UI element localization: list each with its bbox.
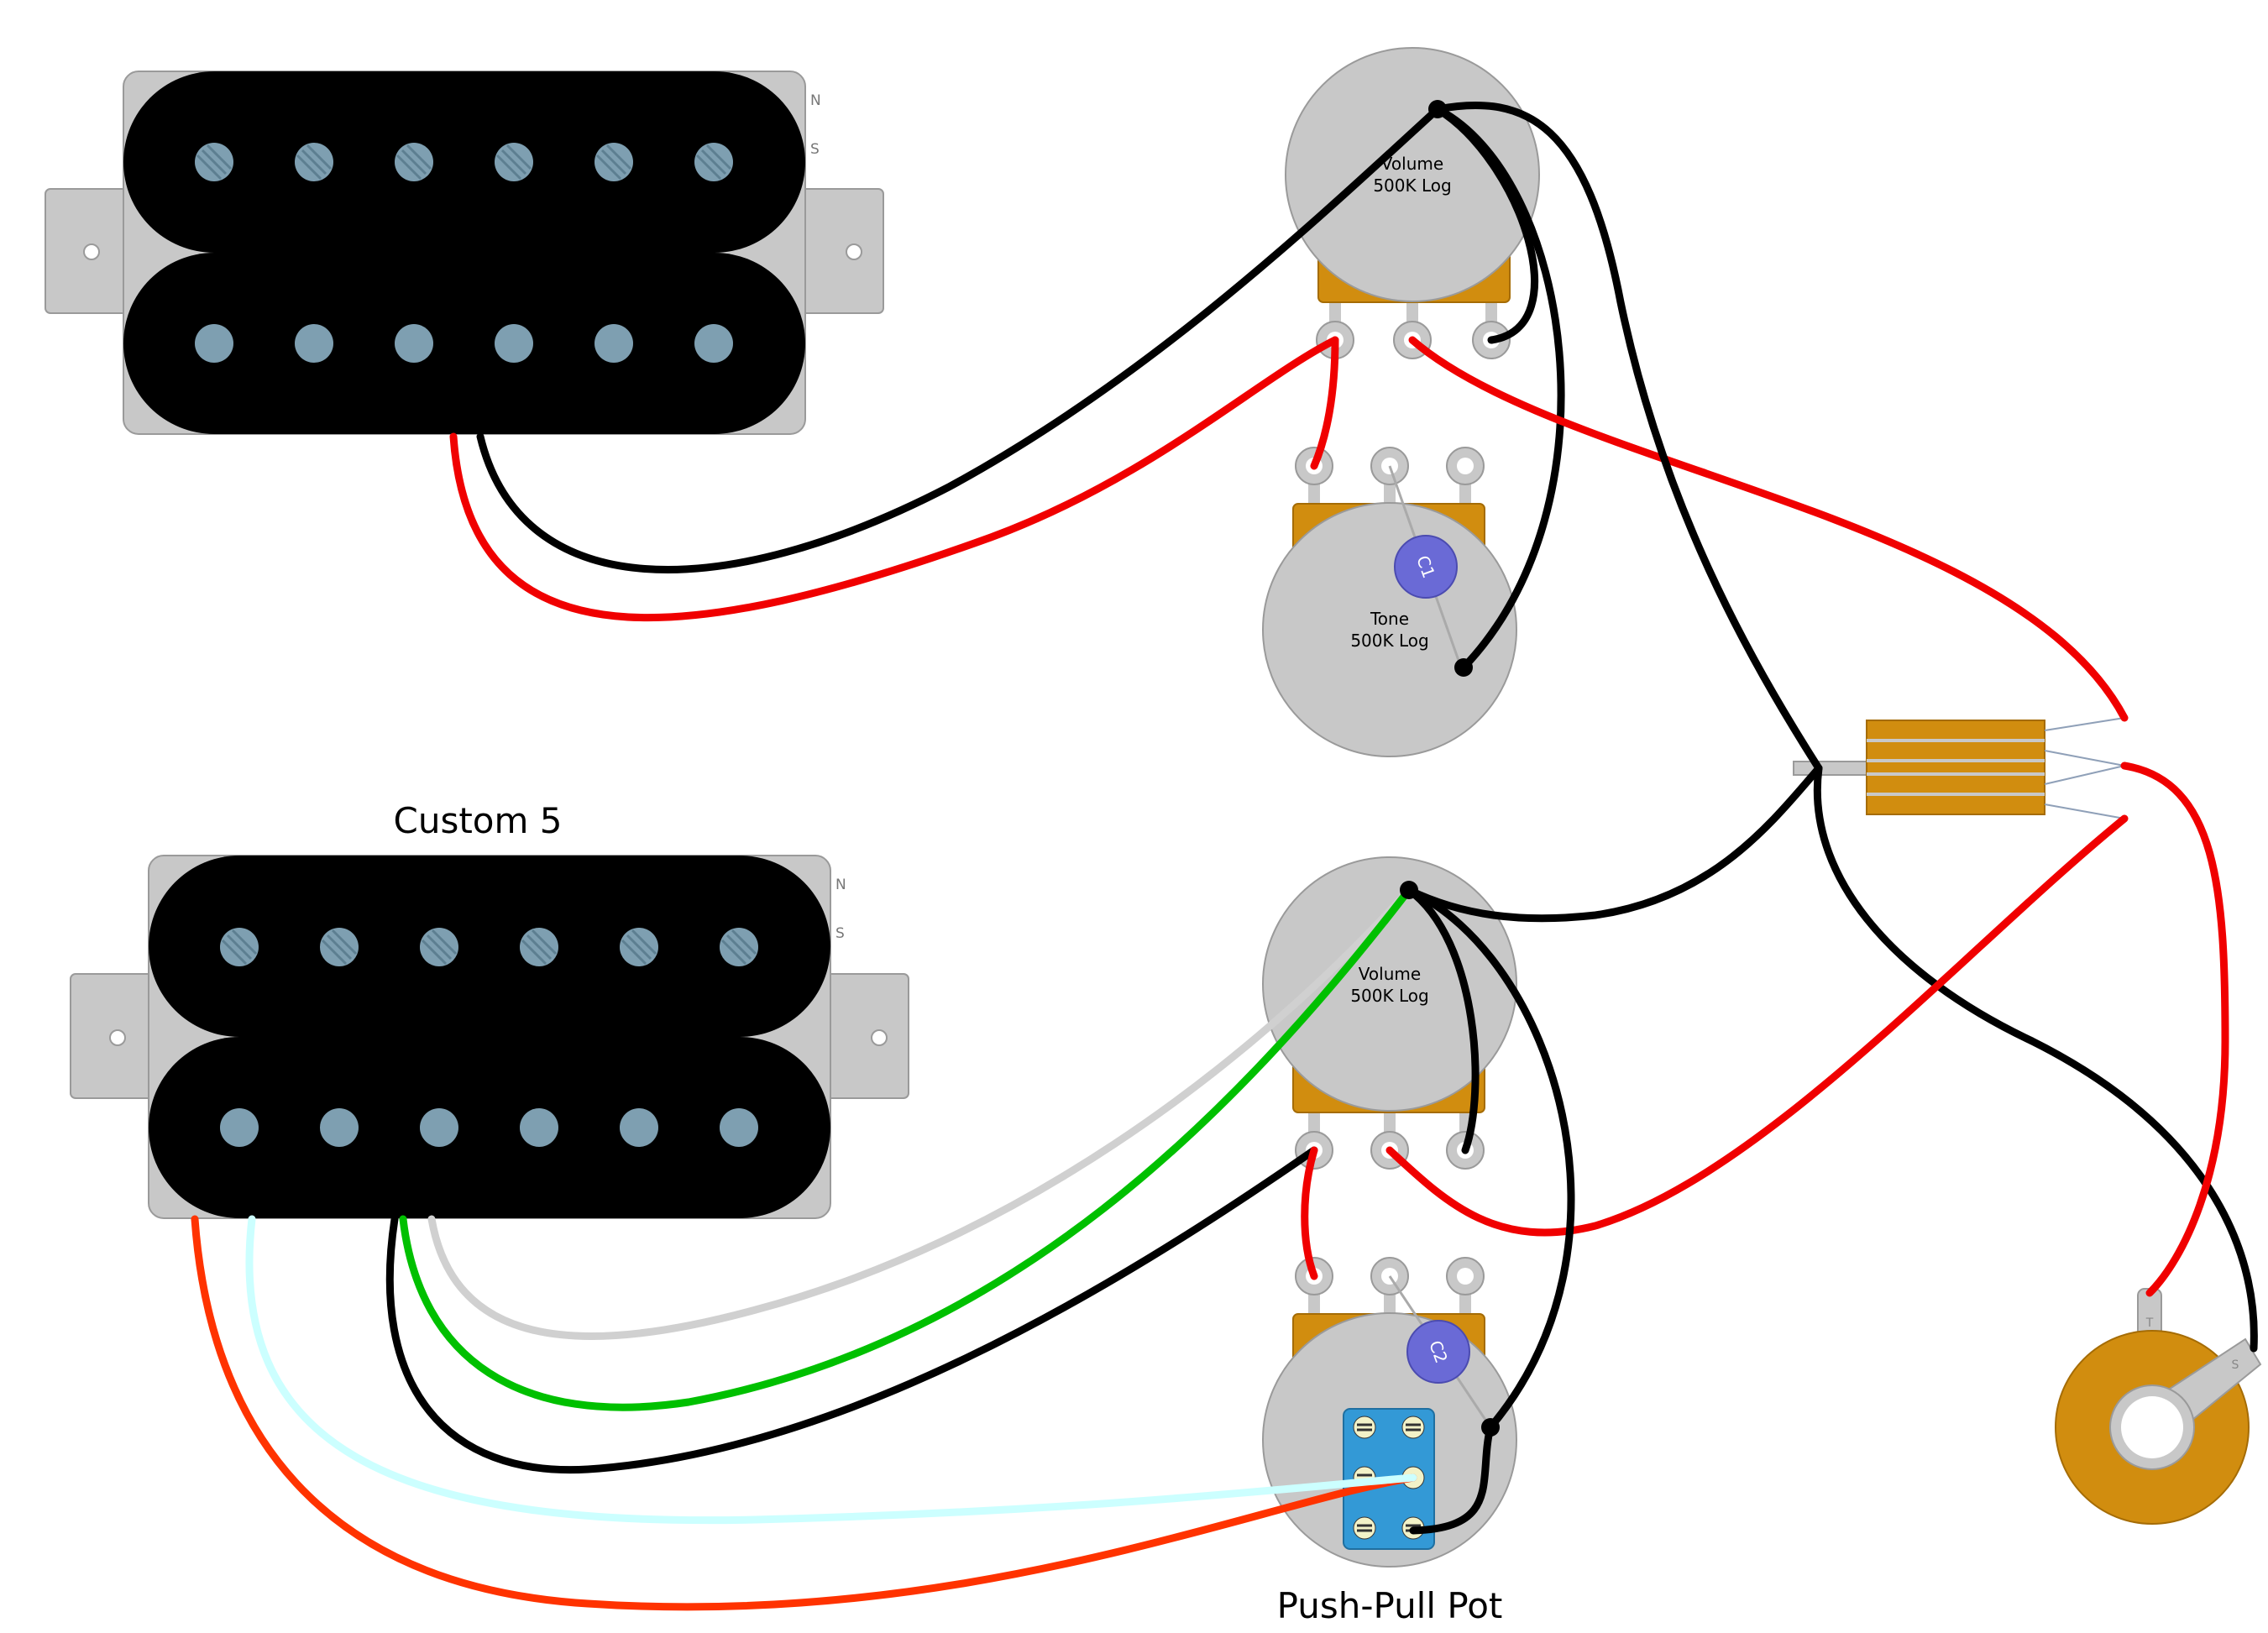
switch-body [1866,720,2045,815]
wire-bridge-vol-output [1385,814,2129,1237]
wire-neck-vol-to-tone [1310,336,1339,470]
neck-north-label: N [810,92,821,109]
neck-humbucker: N S [45,71,884,435]
wire-bridge-red [191,1215,1417,1611]
bridge-slug-pole [720,1108,758,1147]
wire-neck-vol-output [1408,336,2129,722]
bridge-volume-label-line1: Volume [1359,964,1421,984]
wire-ground-bus-upper [1433,101,1823,772]
bridge-slug-pole [620,1108,658,1147]
neck-tone-label-line2: 500K Log [1350,631,1428,651]
wire-bridge-white [427,886,1413,1341]
neck-slug-pole [395,324,433,363]
bridge-slug-pole [220,1108,259,1147]
neck-south-coil [123,253,805,434]
bridge-mount-hole-left [109,1029,126,1046]
neck-tone-body [1262,502,1517,757]
neck-volume-label-line1: Volume [1381,154,1443,174]
bridge-humbucker: Custom 5 [70,800,909,1219]
wire-neck-tone-ground [1433,105,1565,672]
neck-south-label: S [810,141,820,158]
bridge-volume-label-line2: 500K Log [1350,986,1428,1006]
bridge-pickup-title: Custom 5 [394,800,563,841]
bridge-slug-pole [520,1108,558,1147]
wire-switch-ground [1409,1423,1495,1535]
wire-bridge-tone-ground [1405,886,1575,1431]
jack-hole [2121,1396,2183,1458]
neck-mount-hole-right [846,243,862,260]
wire-ground-bus-lower [1405,764,1823,923]
three-way-switch [1793,717,2125,819]
neck-tone-label-line1: Tone [1370,609,1409,629]
neck-slug-pole [495,324,533,363]
jack-sleeve-label: S [2232,1358,2239,1372]
neck-slug-poles [195,324,733,363]
bridge-north-label: N [835,877,846,893]
neck-slug-pole [694,324,733,363]
wire-bridge-vol-ground-lug [1405,886,1480,1154]
wires [191,100,2258,1611]
bridge-mount-hole-right [871,1029,888,1046]
bridge-screw-poles [220,928,758,966]
output-jack: T S [2055,1288,2262,1525]
wire-jack-ground [1813,764,2258,1353]
bridge-north-coil [149,856,830,1037]
solder-joint-push-pull-casing [1481,1418,1500,1437]
push-pull-pot-label: Push-Pull Pot [1277,1585,1503,1626]
solder-joint-neck-tone-casing [1454,658,1473,677]
wire-bridge-green [399,886,1413,1411]
wire-bridge-light-blue [245,1215,1417,1525]
wire-switch-to-jack [2120,762,2229,1297]
neck-slug-pole [195,324,233,363]
wire-neck-hot [449,336,1339,622]
neck-volume-body [1285,47,1540,302]
bridge-slug-pole [320,1108,359,1147]
solder-joint-neck-vol-casing [1428,100,1447,118]
bridge-slug-pole [420,1108,458,1147]
solder-joint-bridge-vol-casing [1400,881,1418,899]
push-pull-capacitor [1406,1320,1470,1384]
bridge-volume-pot: Volume 500K Log [1262,856,1517,1170]
neck-tone-pot: C1 Tone 500K Log [1262,447,1517,757]
neck-slug-pole [295,324,333,363]
push-pull-pot: C2 Push-Pull Pot [1262,1257,1517,1626]
neck-mount-hole-left [83,243,100,260]
wire-bridge-vol-to-tone [1301,1146,1318,1280]
neck-slug-pole [594,324,633,363]
bridge-south-coil [149,1037,830,1218]
wire-neck-ground [476,105,1442,573]
neck-tone-capacitor [1394,535,1458,599]
neck-volume-label-line2: 500K Log [1373,175,1451,196]
wire-bridge-bare [385,1146,1318,1474]
neck-volume-pot: Volume 500K Log [1285,47,1540,359]
neck-screw-poles [195,143,733,181]
bridge-slug-poles [220,1108,758,1147]
jack-tip-label: T [2145,1316,2154,1330]
neck-north-coil [123,71,805,253]
switch-shaft [1793,761,1870,776]
bridge-south-label: S [835,925,845,942]
